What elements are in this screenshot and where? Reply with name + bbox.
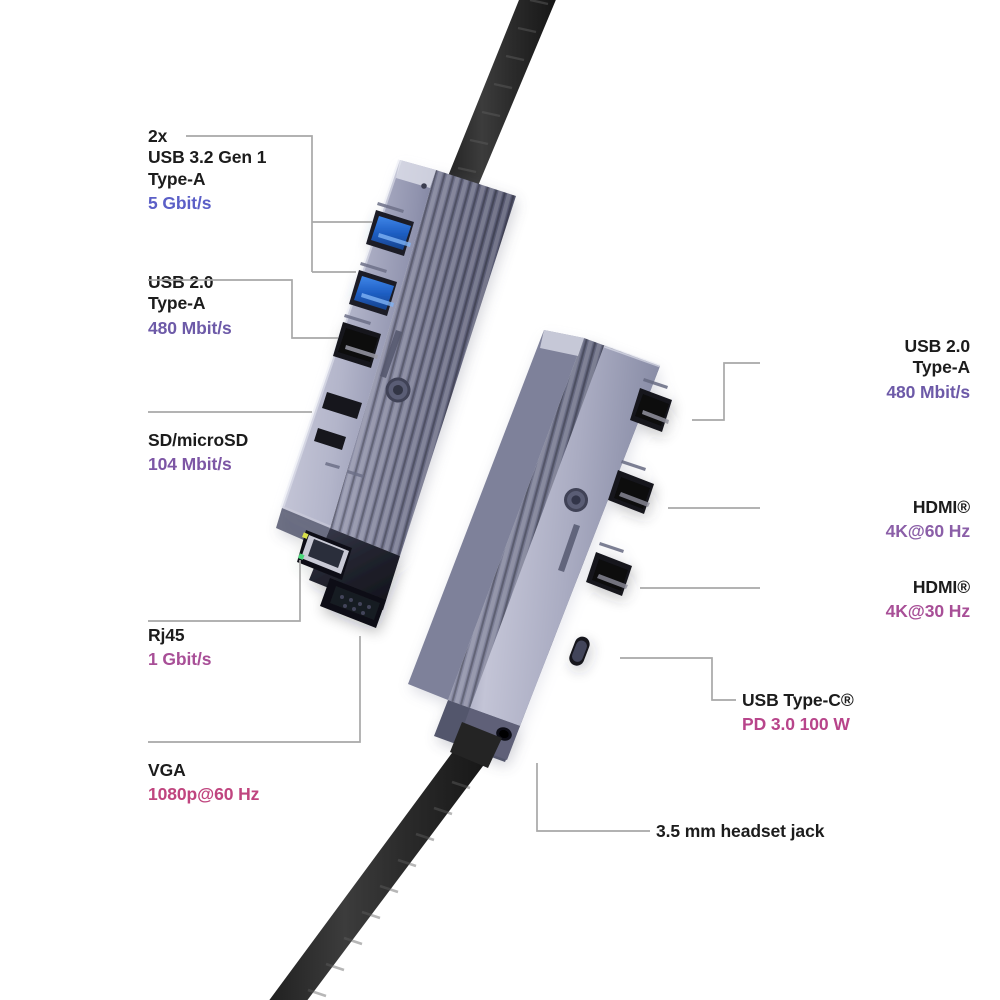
label-usbc-title: USB Type-C® [742, 690, 854, 710]
label-cardreader-spec: 104 Mbit/s [148, 454, 232, 475]
leader-usb20-right [692, 362, 760, 421]
port-hdmi-1 [608, 470, 654, 514]
label-hdmi-1: HDMI® 4K@60 Hz [650, 497, 970, 543]
leader-usb32-trunk [186, 135, 313, 272]
brand-logo-right [564, 488, 588, 512]
label-hdmi-2: HDMI® 4K@30 Hz [650, 577, 970, 623]
brand-logo-left [385, 377, 411, 403]
port-usb20-right [630, 388, 672, 432]
label-cardreader-title: SD/microSD [148, 430, 249, 450]
leader-rj45 [148, 560, 301, 622]
device-right-unit [408, 330, 672, 762]
label-hdmi-1-title: HDMI® [912, 497, 970, 517]
label-usbc-spec: PD 3.0 100 W [742, 714, 850, 735]
leader-headset [536, 763, 650, 832]
label-headset: 3.5 mm headset jack [656, 821, 824, 842]
port-usb-c [569, 636, 590, 666]
label-cardreader: SD/microSD 104 Mbit/s [148, 430, 248, 476]
port-usb20-left [333, 322, 381, 368]
port-usb32-1 [366, 210, 414, 256]
label-usb20-left-spec: 480 Mbit/s [148, 317, 232, 338]
label-vga: VGA 1080p@60 Hz [148, 760, 259, 806]
label-rj45: Rj45 1 Gbit/s [148, 625, 211, 671]
slot-sd [322, 392, 362, 419]
leader-usbc [620, 657, 736, 701]
port-vga [320, 578, 386, 628]
label-hdmi-2-spec: 4K@30 Hz [885, 601, 970, 622]
label-usb20-left: USB 2.0 Type-A 480 Mbit/s [148, 272, 232, 339]
port-rj45 [297, 530, 352, 580]
label-usbc: USB Type-C® PD 3.0 100 W [742, 690, 854, 736]
label-hdmi-2-title: HDMI® [912, 577, 970, 597]
label-vga-spec: 1080p@60 Hz [148, 784, 260, 805]
port-legend-text-left [325, 202, 404, 478]
slot-microsd [314, 428, 346, 450]
label-usb32-spec: 5 Gbit/s [148, 193, 212, 214]
label-usb20-right-title: USB 2.0 Type-A [904, 336, 971, 378]
label-usb20-right: USB 2.0 Type-A 480 Mbit/s [650, 336, 970, 403]
brand-text-right [558, 524, 580, 572]
leader-vga [148, 636, 361, 743]
label-usb20-left-title: USB 2.0 Type-A [148, 272, 214, 314]
led-indicator [421, 183, 427, 189]
label-hdmi-1-spec: 4K@60 Hz [885, 521, 970, 542]
brand-text-left [380, 330, 402, 378]
label-usb20-right-spec: 480 Mbit/s [886, 381, 970, 402]
label-rj45-title: Rj45 [148, 625, 185, 645]
end-cap-left [276, 505, 400, 628]
label-rj45-spec: 1 Gbit/s [148, 649, 212, 670]
label-headset-title: 3.5 mm headset jack [656, 821, 825, 841]
port-usb32-2 [349, 270, 397, 316]
leader-usb20-left [148, 279, 338, 339]
label-vga-title: VGA [148, 760, 186, 780]
port-hdmi-2 [586, 552, 632, 596]
label-usb32: 2x USB 3.2 Gen 1 Type-A 5 Gbit/s [148, 126, 266, 214]
bottom-cable [269, 722, 502, 1000]
label-usb32-title: 2x USB 3.2 Gen 1 Type-A [148, 126, 267, 189]
port-legend-text-right [599, 378, 668, 553]
